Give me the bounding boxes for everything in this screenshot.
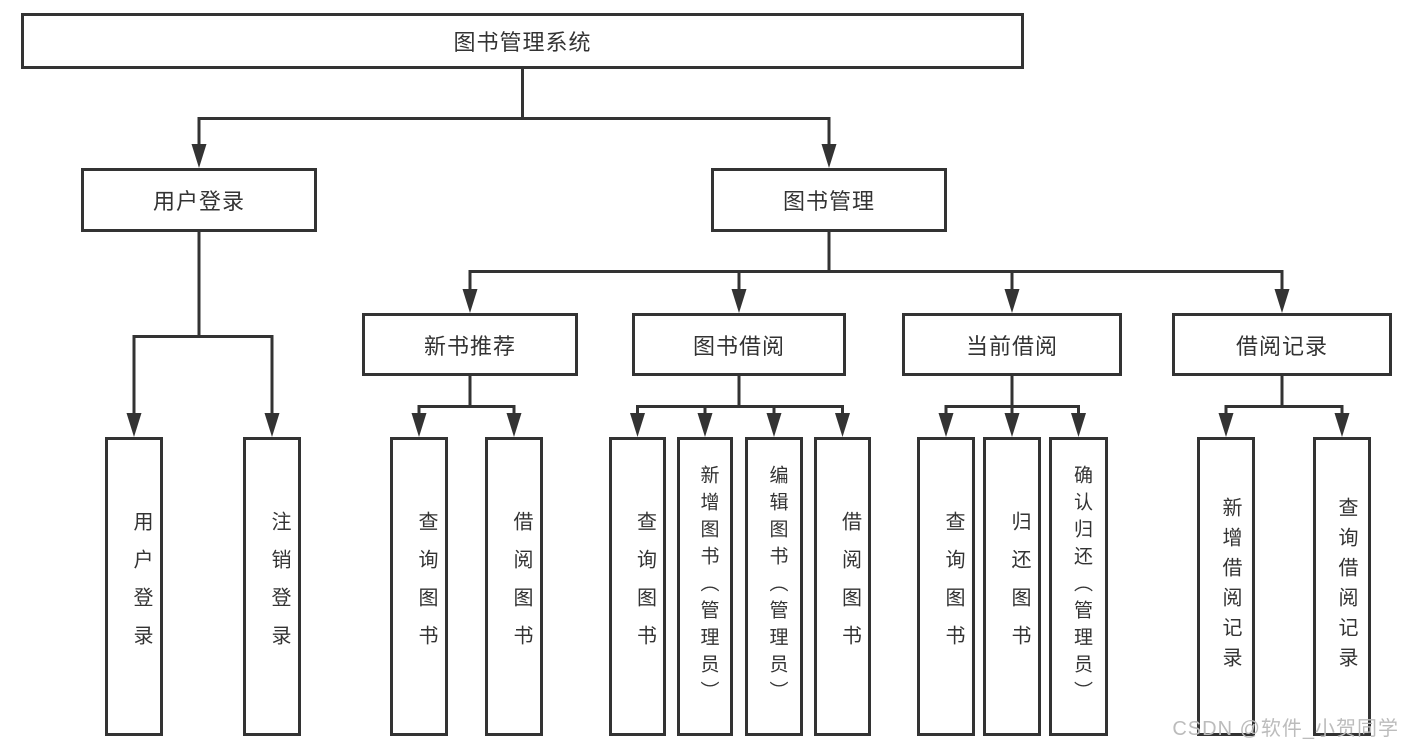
- node-book-management: 图书管理: [711, 168, 947, 232]
- node-add-book-admin: 新增图书（管理员）: [677, 437, 733, 736]
- node-confirm-return-admin: 确认归还（管理员）: [1049, 437, 1108, 736]
- node-add-borrow-record: 新增借阅记录: [1197, 437, 1255, 736]
- node-user-login: 用户登录: [81, 168, 317, 232]
- node-new-book-recommend: 新书推荐: [362, 313, 578, 376]
- node-borrow-book-recommend: 借阅图书: [485, 437, 543, 736]
- node-query-book-recommend: 查询图书: [390, 437, 448, 736]
- arrow-down-icons: [126, 144, 1350, 437]
- node-query-borrow-record: 查询借阅记录: [1313, 437, 1371, 736]
- node-query-book-borrowing: 查询图书: [609, 437, 666, 736]
- node-logout-leaf: 注销登录: [243, 437, 301, 736]
- csdn-watermark: CSDN @软件_小贺同学: [1172, 718, 1399, 740]
- node-book-borrowing: 图书借阅: [632, 313, 846, 376]
- node-return-book: 归还图书: [983, 437, 1041, 736]
- node-library-system: 图书管理系统: [21, 13, 1024, 69]
- node-borrowing-records: 借阅记录: [1172, 313, 1392, 376]
- node-user-login-leaf: 用户登录: [105, 437, 163, 736]
- node-borrow-book: 借阅图书: [814, 437, 871, 736]
- node-query-book-current: 查询图书: [917, 437, 975, 736]
- node-edit-book-admin: 编辑图书（管理员）: [745, 437, 803, 736]
- node-current-borrowing: 当前借阅: [902, 313, 1122, 376]
